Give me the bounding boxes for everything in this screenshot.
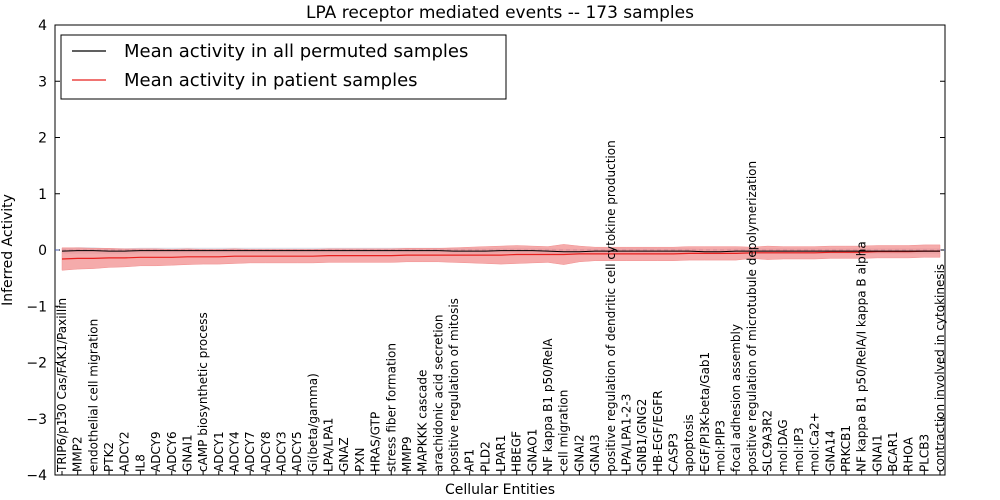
x-tick-label: PLD2: [478, 441, 492, 472]
x-tick-label: CASP3: [667, 433, 681, 472]
x-tick-label: mol:PIP3: [714, 420, 728, 472]
x-tick-label: MMP2: [71, 436, 85, 472]
legend-box: [60, 34, 507, 100]
x-tick-label: PXN: [353, 448, 367, 472]
x-tick-label: GNAO1: [525, 429, 539, 472]
x-tick-label: positive regulation of microtubule depol…: [745, 161, 759, 472]
x-tick-label: PLCB3: [917, 434, 931, 472]
x-tick-label: positive regulation of mitosis: [447, 298, 461, 472]
x-tick-label: ADCY2: [118, 431, 132, 472]
x-tick-label: RHOA: [902, 436, 916, 472]
y-tick-label: −1: [26, 299, 47, 315]
x-tick-label: mol:IP3: [792, 427, 806, 472]
legend: Mean activity in all permuted samplesMea…: [60, 34, 507, 100]
x-tick-label: ADCY4: [228, 431, 242, 472]
x-tick-label: EGF/PI3K-beta/Gab1: [698, 352, 712, 472]
x-tick-label: GNB1/GNG2: [635, 399, 649, 472]
x-tick-label: GNA14: [823, 430, 837, 472]
x-tick-label: GNAI3: [588, 434, 602, 472]
x-tick-label: endothelial cell migration: [86, 319, 100, 472]
patient-series-line: [61, 250, 940, 260]
x-tick-label: ADCY1: [212, 431, 226, 472]
y-tick-label: −4: [26, 468, 47, 484]
y-tick-label: 1: [38, 187, 47, 203]
x-tick-label: GNAI1: [180, 434, 194, 472]
x-tick-label: HBEGF: [510, 431, 524, 472]
x-tick-label: PTK2: [102, 442, 116, 472]
x-tick-label: cell migration: [557, 390, 571, 472]
x-tick-label: apoptosis: [682, 414, 696, 472]
x-axis-label: Cellular Entities: [445, 482, 555, 498]
legend-entry: Mean activity in all permuted samples: [124, 41, 468, 62]
x-tick-label: GNAZ: [337, 437, 351, 472]
x-tick-label: HRAS/GTP: [369, 412, 383, 472]
permuted-series-line: [61, 250, 940, 253]
x-tick-label: LPAR1: [494, 435, 508, 472]
x-tick-label: ADCY3: [275, 431, 289, 472]
legend-entry: Mean activity in patient samples: [124, 70, 418, 91]
y-tick-label: −3: [26, 412, 47, 428]
x-tick-label: IL8: [133, 454, 147, 472]
x-tick-label: mol:Ca2+: [808, 412, 822, 472]
x-tick-label: HB-EGF/EGFR: [651, 390, 665, 472]
x-tick-label: positive regulation of dendritic cell cy…: [604, 140, 618, 472]
y-tick-label: 2: [38, 131, 47, 147]
x-tick-label: ADCY6: [165, 431, 179, 472]
x-tick-label: stress fiber formation: [384, 343, 398, 472]
x-tick-label: MMP9: [400, 436, 414, 472]
x-tick-label: NF kappa B1 p50/RelA: [541, 338, 555, 472]
x-tick-label: cAMP biosynthetic process: [196, 312, 210, 472]
x-tick-label: ADCY8: [259, 431, 273, 472]
chart-title: LPA receptor mediated events -- 173 samp…: [306, 3, 694, 23]
x-tick-label: arachidonic acid secretion: [431, 315, 445, 472]
x-tick-label: focal adhesion assembly: [729, 324, 743, 472]
x-tick-label: MAPKKK cascade: [416, 370, 430, 472]
x-tick-label: PRKCB1: [839, 425, 853, 472]
x-tick-label: LPA/LPA1: [322, 418, 336, 472]
x-tick-label: LPA/LPA1-2-3: [619, 394, 633, 472]
x-tick-label: BCAR1: [886, 431, 900, 472]
y-tick-label: −2: [26, 356, 47, 372]
x-tick-label: NF kappa B1 p50/RelA/I kappa B alpha: [855, 241, 869, 472]
x-tick-label: mol:DAG: [776, 419, 790, 472]
x-tick-label: ADCY9: [149, 431, 163, 472]
x-tick-label: Gi(beta/gamma): [306, 373, 320, 472]
y-tick-label: 3: [38, 74, 47, 90]
x-tick-label: ADCY5: [290, 431, 304, 472]
x-tick-label: GNAI2: [572, 434, 586, 472]
x-tick-label: TRIP6/p130 Cas/FAK1/Paxillin: [55, 298, 69, 473]
y-tick-label: 0: [38, 243, 47, 259]
y-axis-label: Inferred Activity: [0, 194, 16, 306]
x-tick-label: contraction involved in cytokinesis: [933, 264, 947, 472]
x-tick-label: AP1: [463, 449, 477, 472]
y-tick-label: 4: [38, 18, 47, 34]
x-tick-label: ADCY7: [243, 431, 257, 472]
x-tick-label: GNAI1: [870, 434, 884, 472]
x-tick-label: SLC9A3R2: [761, 410, 775, 472]
